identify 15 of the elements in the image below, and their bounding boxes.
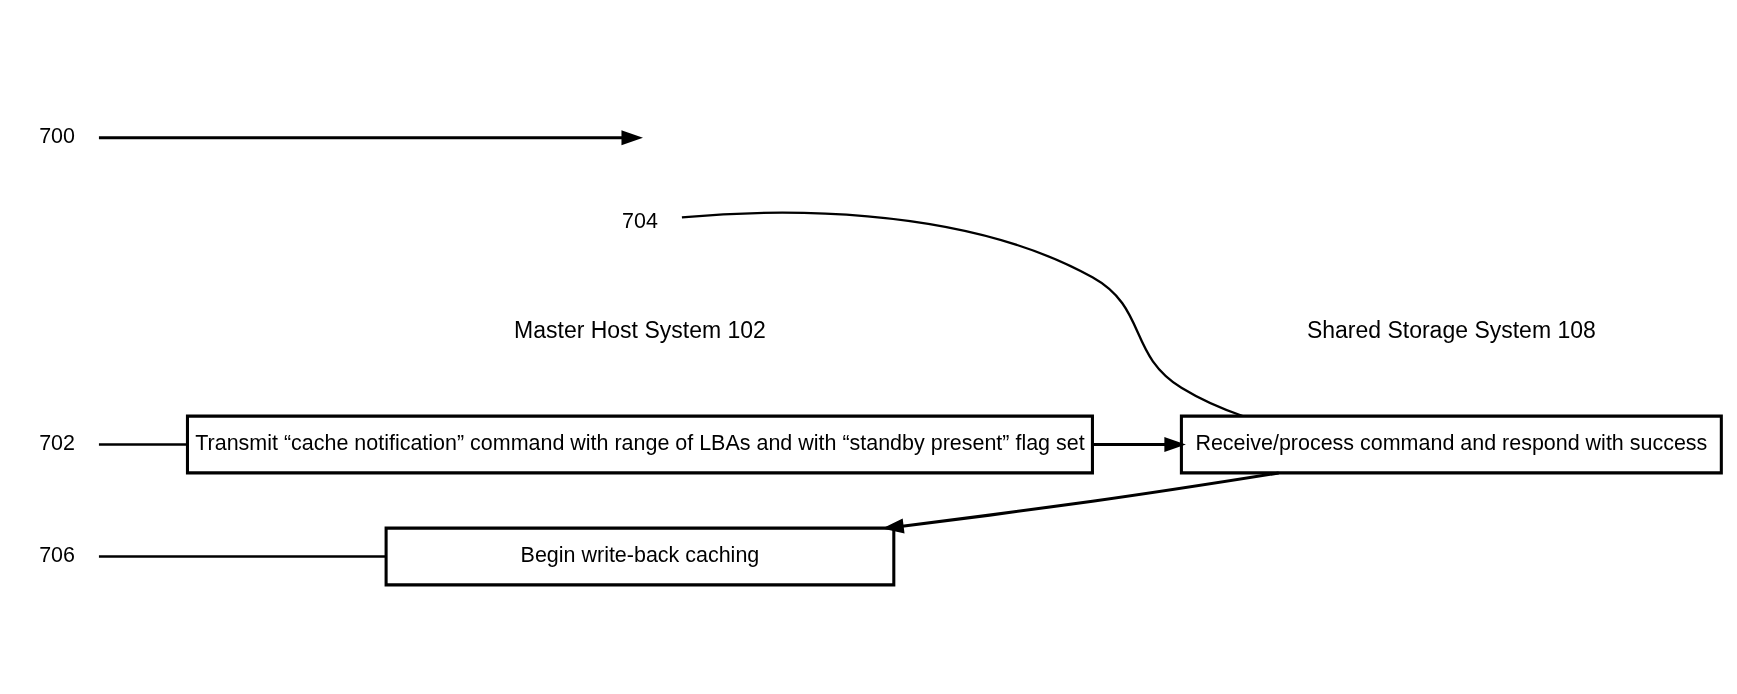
connector — [681, 211, 1244, 417]
connector — [98, 554, 386, 558]
node-text: 704 — [622, 208, 658, 233]
node-box: Transmit “cache notification” command with range of LBAs and with “standby present” flag set — [185, 414, 1094, 474]
connector — [98, 442, 188, 446]
node-text: 702 — [39, 430, 75, 455]
arrow — [882, 470, 1279, 533]
label: Master Host System 102 — [514, 316, 766, 343]
arrow — [1092, 436, 1186, 452]
label: Shared Storage System 108 — [1306, 316, 1596, 343]
node-box: Receive/process command and respond with success — [1179, 414, 1723, 474]
node-text: 700 — [39, 123, 75, 148]
node-box: Begin write-back caching — [384, 526, 896, 586]
node-text: 706 — [39, 542, 75, 567]
arrow — [98, 129, 643, 145]
